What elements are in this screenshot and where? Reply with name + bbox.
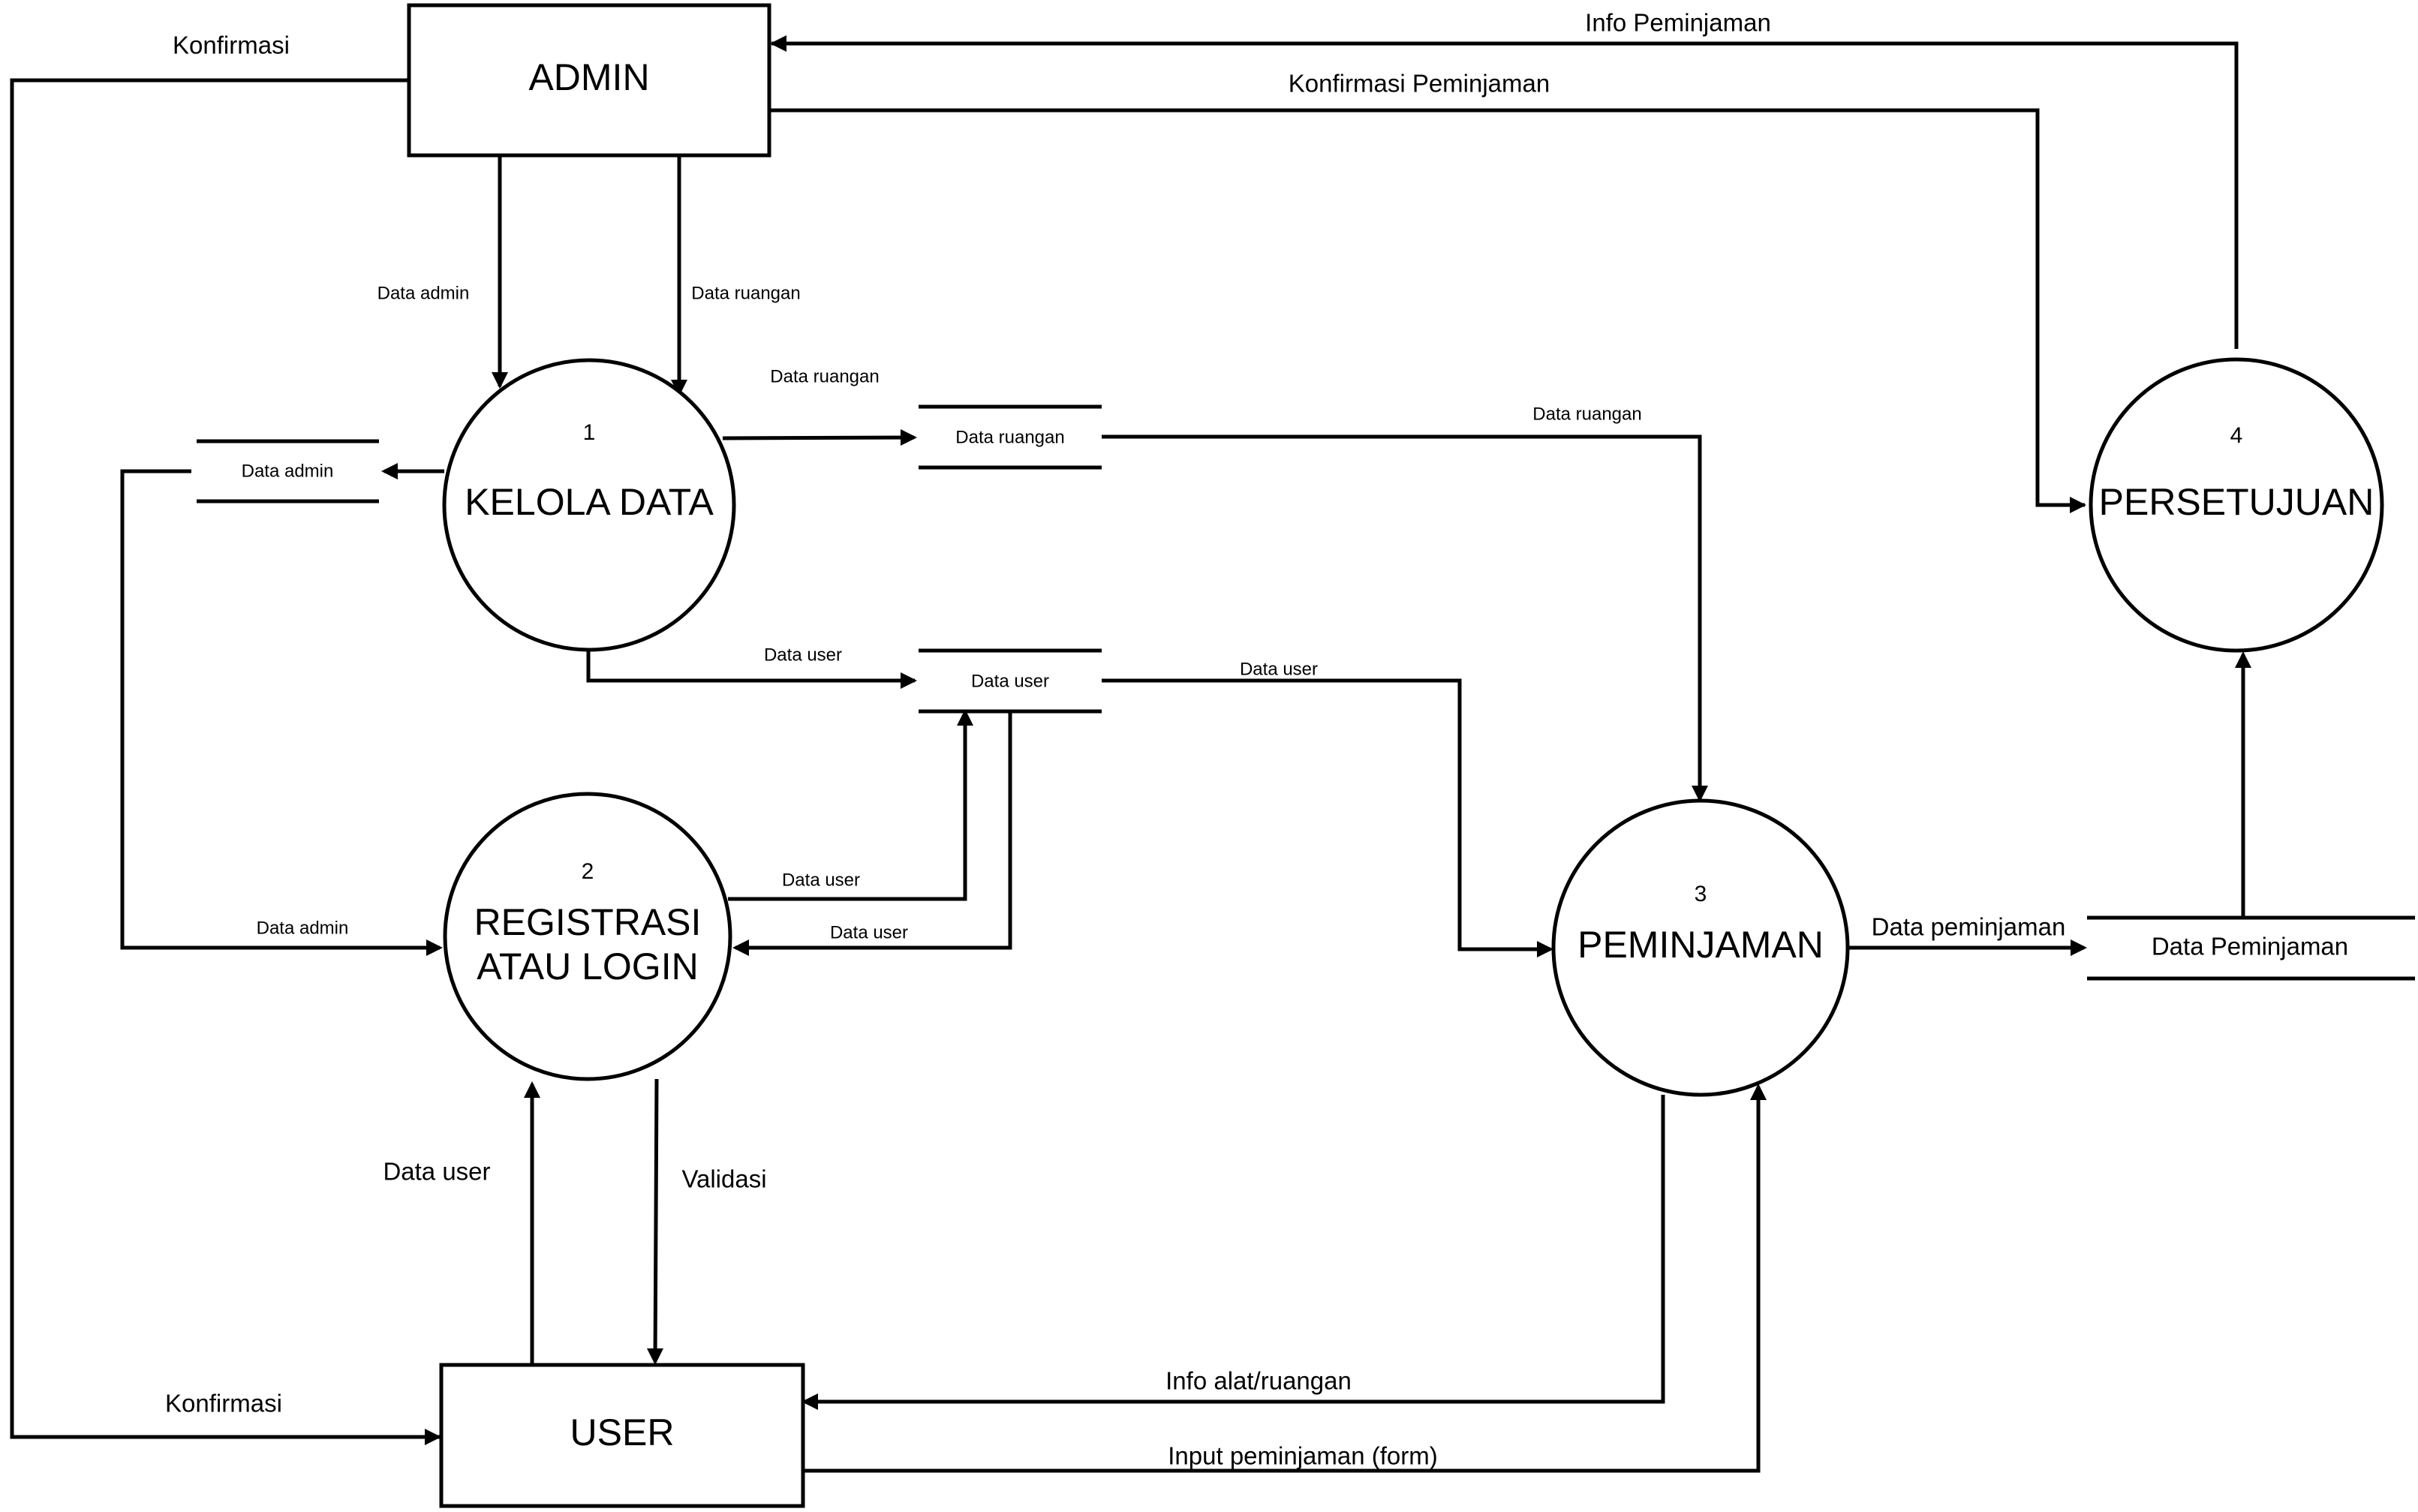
flow-store-admin-to-p2	[120, 469, 440, 950]
process-4-persetujuan: 4 PERSETUJUAN	[2089, 357, 2384, 653]
flow-p1-to-store-user	[586, 651, 915, 683]
flow-labels: Konfirmasi Info Peminjaman Konfirmasi Pe…	[165, 9, 2065, 1470]
label-store-user-to-p2: Data user	[830, 922, 908, 942]
store-data-peminjaman: Data Peminjaman	[2087, 915, 2415, 981]
arrowhead	[671, 380, 687, 396]
flow-info-peminjaman	[771, 41, 2239, 349]
process-4-number: 4	[2230, 423, 2243, 448]
arrowhead	[381, 463, 398, 479]
label-store-ruangan-to-p3: Data ruangan	[1532, 404, 1641, 424]
store-data-user-label: Data user	[971, 671, 1049, 691]
entity-user-box	[439, 1363, 805, 1508]
process-3-label: PEMINJAMAN	[1577, 924, 1824, 966]
flow-p2-to-user	[653, 1078, 659, 1363]
arrowhead	[426, 939, 443, 956]
flow-user-to-p3	[803, 1087, 1761, 1473]
label-store-user-to-p3: Data user	[1240, 659, 1318, 679]
store-data-ruangan: Data ruangan	[919, 404, 1102, 470]
arrowhead	[1750, 1084, 1767, 1100]
flow-p3-to-user	[804, 1095, 1665, 1404]
arrowhead	[425, 1429, 441, 1445]
label-user-to-p3: Input peminjaman (form)	[1168, 1442, 1437, 1470]
process-2-circle	[443, 792, 732, 1081]
arrowhead	[901, 429, 917, 446]
process-4-circle	[2089, 357, 2384, 653]
flow-store-user-to-p2	[735, 711, 1012, 950]
store-data-peminjaman-label: Data Peminjaman	[2152, 933, 2348, 960]
flow-store-ruangan-to-p3	[1102, 434, 1702, 799]
flow-store-user-to-p3	[1102, 678, 1550, 951]
arrowhead	[801, 1393, 818, 1410]
process-3-number: 3	[1695, 882, 1707, 906]
store-data-admin-label: Data admin	[242, 461, 334, 481]
process-2-number: 2	[582, 859, 594, 884]
entity-admin: ADMIN	[407, 3, 771, 158]
store-data-ruangan-label: Data ruangan	[955, 427, 1064, 447]
arrowhead	[492, 372, 508, 389]
label-p3-to-user: Info alat/ruangan	[1165, 1367, 1352, 1395]
process-4-label: PERSETUJUAN	[2099, 481, 2374, 523]
entity-user: USER	[439, 1363, 805, 1508]
flow-p2-to-store-user	[728, 712, 967, 901]
label-user-to-p2: Data user	[383, 1158, 490, 1186]
entity-admin-label: ADMIN	[528, 56, 649, 98]
process-3-circle	[1551, 798, 1850, 1097]
arrowhead	[2071, 939, 2087, 956]
arrowhead	[732, 939, 749, 956]
process-2-label-line2: ATAU LOGIN	[477, 945, 698, 987]
label-info-peminjaman: Info Peminjaman	[1585, 9, 1771, 37]
entity-admin-box	[407, 3, 771, 158]
process-1-number: 1	[583, 420, 596, 445]
label-store-admin-to-p2: Data admin	[257, 918, 349, 938]
arrowhead	[1692, 786, 1708, 802]
arrowhead	[901, 672, 917, 689]
label-p3-to-store-peminjaman: Data peminjaman	[1872, 913, 2066, 941]
process-1-label: KELOLA DATA	[465, 481, 714, 523]
flow-konfirmasi-admin-to-user	[10, 78, 440, 1439]
flow-konfirmasi-peminjaman	[769, 108, 2085, 507]
process-2-label-line1: REGISTRASI	[474, 901, 702, 943]
flow-p1-to-store-ruangan	[722, 435, 915, 440]
process-1-circle	[442, 358, 736, 652]
store-data-user: Data user	[919, 648, 1102, 714]
process-1-kelola-data: 1 KELOLA DATA	[442, 358, 736, 652]
label-admin-data-ruangan: Data ruangan	[691, 283, 800, 303]
entity-user-label: USER	[570, 1411, 675, 1453]
arrowhead	[770, 35, 786, 52]
process-3-peminjaman: 3 PEMINJAMAN	[1551, 798, 1850, 1097]
label-konfirmasi-user: Konfirmasi	[165, 1390, 282, 1417]
arrowhead	[1537, 941, 1553, 957]
flow-lines	[10, 35, 2251, 1473]
label-admin-data-admin: Data admin	[377, 283, 470, 303]
arrowhead	[647, 1348, 663, 1365]
label-konfirmasi-admin: Konfirmasi	[173, 32, 290, 59]
arrowhead	[2235, 651, 2251, 668]
arrowhead	[524, 1081, 540, 1098]
arrowhead	[957, 709, 973, 726]
store-data-admin: Data admin	[197, 439, 379, 503]
label-p2-to-user: Validasi	[681, 1165, 766, 1193]
label-konfirmasi-peminjaman: Konfirmasi Peminjaman	[1289, 70, 1550, 98]
label-p1-to-store-ruangan: Data ruangan	[770, 366, 879, 386]
label-p1-to-store-user: Data user	[764, 645, 842, 665]
process-2-registrasi: 2 REGISTRASI ATAU LOGIN	[443, 792, 732, 1081]
label-p2-to-store-user: Data user	[782, 870, 860, 890]
arrowhead	[2070, 497, 2086, 513]
